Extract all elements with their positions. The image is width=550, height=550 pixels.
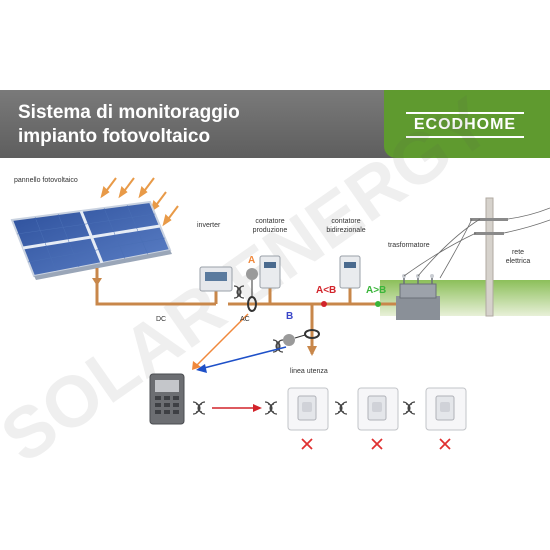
error-x-icon — [371, 438, 383, 450]
bidirectional-meter-label-line1: contatore — [331, 218, 361, 225]
production-meter — [259, 255, 281, 289]
wireless-signal-icon — [334, 401, 348, 415]
error-x-icon — [439, 438, 451, 450]
title-line-1: Sistema di monitoraggio — [18, 102, 240, 123]
system-diagram: SOLAR ENERGY — [0, 90, 550, 460]
wireless-signal-icon — [192, 401, 206, 415]
sun-ray-icon — [100, 177, 179, 227]
export-flow-dot — [375, 301, 381, 307]
marker-a: A — [248, 255, 256, 266]
wireless-signal-icon — [264, 401, 278, 415]
dc-flow-arrow — [92, 278, 102, 286]
control-arrow-head — [253, 404, 262, 412]
grid-label: rete elettrica — [500, 248, 536, 266]
import-flow-dot — [321, 301, 327, 307]
bidirectional-meter-label: contatore bidirezionale — [318, 217, 374, 235]
grid-label-line2: elettrica — [505, 258, 531, 265]
flow-export-text: A>B — [366, 285, 387, 296]
wireless-signal-icon — [402, 401, 416, 415]
title-line-2: impianto fotovoltaico — [18, 126, 211, 147]
ac-label: AC — [240, 316, 250, 323]
user-line-arrow — [307, 346, 317, 356]
logo-panel: ECODHOME — [384, 90, 550, 158]
bidirectional-meter-label-line2: bidirezionale — [326, 227, 366, 234]
production-meter-label-line2: produzione — [252, 227, 288, 234]
flow-import-text: A<B — [316, 285, 337, 296]
flow-export-label: A>B — [366, 285, 386, 296]
signal-arrow-a — [195, 313, 249, 367]
marker-b: B — [286, 311, 294, 322]
smart-socket — [357, 387, 399, 431]
production-meter-label-line1: contatore — [255, 218, 285, 225]
panel-label: pannello fotovoltaico — [14, 177, 78, 184]
smart-socket — [425, 387, 467, 431]
current-clamp-icon — [246, 268, 258, 312]
user-line-label: linea utenza — [290, 368, 328, 375]
signal-arrow-b — [203, 346, 287, 369]
bidirectional-meter — [339, 255, 361, 289]
signal-arrow-a-head — [192, 361, 201, 370]
current-clamp-icon — [283, 329, 320, 346]
inverter — [199, 266, 233, 292]
power-pole — [470, 197, 508, 317]
flow-import-label: A<B — [316, 285, 336, 296]
logo: ECODHOME — [406, 112, 524, 138]
grid-label-line1: rete — [511, 249, 525, 256]
smart-socket — [287, 387, 329, 431]
inverter-label: inverter — [197, 222, 221, 229]
error-x-icon — [301, 438, 313, 450]
logo-text: ECODHOME — [413, 116, 517, 133]
monitor-display — [149, 373, 185, 425]
production-meter-label: contatore produzione — [246, 217, 294, 235]
diagram-card: Sistema di monitoraggio impianto fotovol… — [0, 90, 550, 460]
wireless-signal-icon — [233, 285, 245, 299]
header-bar: Sistema di monitoraggio impianto fotovol… — [0, 90, 550, 158]
wireless-signal-icon — [272, 339, 284, 353]
transformer — [396, 274, 440, 320]
solar-panel — [10, 200, 172, 280]
signal-arrow-b-head — [196, 364, 207, 373]
power-lines — [403, 207, 550, 279]
dc-label: DC — [156, 316, 167, 323]
transformer-label: trasformatore — [388, 242, 430, 249]
